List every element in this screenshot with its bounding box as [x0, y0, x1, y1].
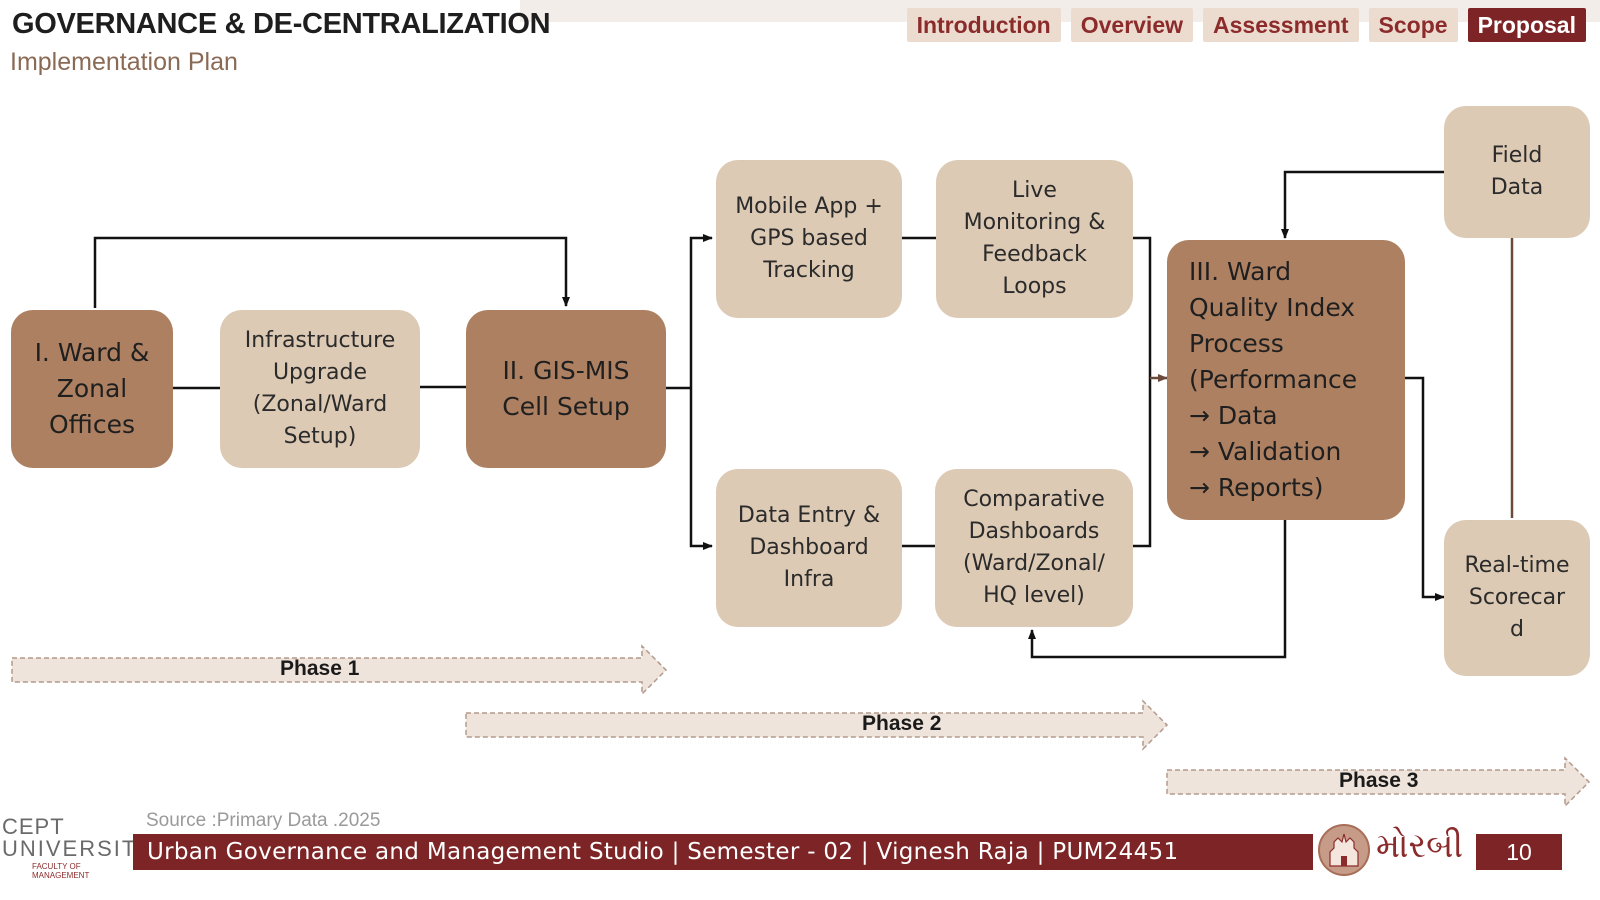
node-data-entry-dashboard: Data Entry & Dashboard Infra	[716, 469, 902, 627]
connector-live-to-merge	[1133, 236, 1152, 548]
connector-ward-to-gis-loop	[93, 236, 570, 308]
node-comparative-dashboards: Comparative Dashboards (Ward/Zonal/ HQ l…	[935, 469, 1133, 627]
phase-1-arrow	[11, 644, 668, 696]
logo-line-university: UNIVERSITY	[2, 836, 155, 861]
footer-studio-bar: Urban Governance and Management Studio |…	[133, 834, 1313, 870]
node-mobile-app-gps: Mobile App + GPS based Tracking	[716, 160, 902, 318]
source-note: Source :Primary Data .2025	[146, 810, 381, 831]
page-subtitle: Implementation Plan	[10, 48, 238, 76]
phase-1-label: Phase 1	[280, 657, 360, 680]
cept-university-logo: CEPT UNIVERSITY FACULTY OF MANAGEMENT	[2, 814, 155, 882]
phase-2-label: Phase 2	[862, 712, 942, 735]
node-field-data: Field Data	[1444, 106, 1590, 238]
node-gis-mis-cell: II. GIS-MIS Cell Setup	[466, 310, 666, 468]
node-infrastructure-upgrade: Infrastructure Upgrade (Zonal/Ward Setup…	[220, 310, 420, 468]
tab-proposal[interactable]: Proposal	[1467, 8, 1586, 42]
phase-3-label: Phase 3	[1339, 769, 1419, 792]
phase-2-arrow	[465, 699, 1169, 751]
tab-introduction[interactable]: Introduction	[906, 8, 1061, 42]
logo-line-cept: CEPT	[2, 814, 65, 839]
page-title: GOVERNANCE & DE-CENTRALIZATION	[12, 8, 551, 40]
tab-overview[interactable]: Overview	[1070, 8, 1194, 42]
node-realtime-scorecard: Real-time Scorecar d	[1444, 520, 1590, 676]
connector-branch-to-dataentry	[689, 388, 713, 550]
city-name-logo: મોરબી	[1376, 826, 1464, 866]
node-ward-quality-index: III. Ward Quality Index Process (Perform…	[1167, 240, 1405, 520]
tab-assessment[interactable]: Assessment	[1203, 8, 1359, 42]
connector-wqi-to-scorecard	[1405, 376, 1445, 601]
logo-line-faculty: FACULTY OF MANAGEMENT	[32, 862, 90, 880]
section-nav: Introduction Overview Assessment Scope P…	[906, 8, 1586, 42]
phase-3-arrow	[1166, 756, 1591, 808]
page-number: 10	[1476, 834, 1562, 870]
connector-branch-to-mobile	[689, 234, 713, 388]
node-ward-zonal-offices: I. Ward & Zonal Offices	[11, 310, 173, 468]
node-live-monitoring: Live Monitoring & Feedback Loops	[936, 160, 1133, 318]
tab-scope[interactable]: Scope	[1368, 8, 1458, 42]
connector-wqi-to-comparative	[1028, 520, 1287, 659]
city-emblem-icon	[1318, 824, 1370, 876]
connector-field-to-wqi	[1281, 170, 1444, 239]
